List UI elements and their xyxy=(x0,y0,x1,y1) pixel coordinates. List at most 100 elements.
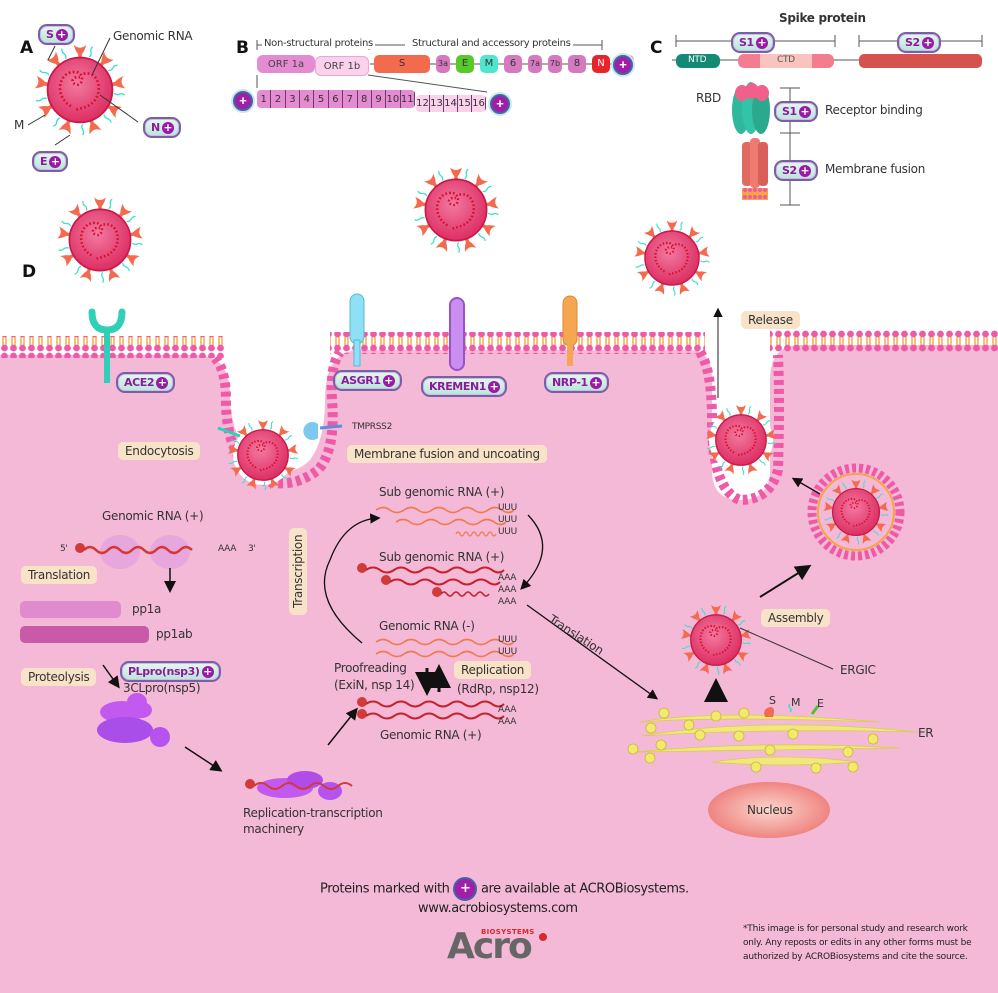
genomic-rna-plus-label-2: Genomic RNA (+) xyxy=(380,728,482,742)
membrane-left xyxy=(0,336,225,358)
replication-tag: Replication xyxy=(454,661,532,679)
three-prime-label: 3' xyxy=(248,544,256,554)
plpro-badge[interactable]: PLpro(nsp3)+ xyxy=(120,661,221,682)
plus-icon: + xyxy=(488,379,501,393)
aaa-label: AAA xyxy=(498,573,517,583)
badge-label: S1 xyxy=(739,36,754,49)
plus-icon: + xyxy=(921,35,934,49)
genomic-rna-minus-label: Genomic RNA (-) xyxy=(379,619,475,633)
plus-icon: + xyxy=(453,877,478,901)
virus-released xyxy=(634,221,710,296)
proteolysis-tag: Proteolysis xyxy=(21,668,97,686)
s1-badge[interactable]: S1+ xyxy=(731,32,775,53)
plus-icon: + xyxy=(201,664,214,678)
footer-text-before: Proteins marked with xyxy=(320,881,450,897)
panel-label-d: D xyxy=(22,262,37,282)
e-protein-badge[interactable]: E+ xyxy=(32,151,69,172)
asgr1-badge[interactable]: ASGR1+ xyxy=(333,370,402,391)
ace2-badge[interactable]: ACE2+ xyxy=(116,372,176,393)
plus-icon: + xyxy=(589,375,602,389)
nrp1-receptor-icon xyxy=(562,295,578,366)
nsp-segment: 5 xyxy=(314,90,329,108)
structural-gene-row: S3aEM67a7b8N10 xyxy=(374,55,634,73)
n-protein-badge[interactable]: N+ xyxy=(143,117,181,138)
s2-badge[interactable]: S2+ xyxy=(897,32,941,53)
aaa-label: AAA xyxy=(498,717,517,727)
aaa-label: AAA xyxy=(498,597,517,607)
gene-7a: 7a xyxy=(528,55,542,73)
plus-icon: + xyxy=(49,154,62,168)
sub-genomic-rna-label-2: Sub genomic RNA (+) xyxy=(379,550,505,564)
gene-s: S xyxy=(374,55,430,73)
nsp-segment: 4 xyxy=(300,90,315,108)
nsp-segment: 8 xyxy=(358,90,372,108)
ctd-label: CTD xyxy=(777,55,795,65)
badge-label: S1 xyxy=(782,105,797,118)
acro-logo: Acro xyxy=(447,926,533,967)
plus-icon: + xyxy=(382,373,395,387)
plus-icon: + xyxy=(798,163,811,177)
er-label: ER xyxy=(918,726,934,740)
nsp-segment: 1 xyxy=(257,90,272,108)
uuu-label: UUU xyxy=(498,647,517,657)
gene-n: N xyxy=(592,55,610,73)
plus-icon: + xyxy=(55,27,68,41)
pp1ab-bar xyxy=(20,626,149,643)
badge-label: PLpro(nsp3) xyxy=(128,665,200,678)
rtc-label-line1: Replication-transcription xyxy=(243,806,383,820)
virus-approaching xyxy=(57,198,143,283)
plus-icon: + xyxy=(233,91,253,111)
s1-domain-badge[interactable]: S1+ xyxy=(774,101,818,122)
m-protein-label: M xyxy=(14,118,25,132)
assembly-tag: Assembly xyxy=(761,609,831,627)
tmprss2-label: TMPRSS2 xyxy=(352,422,392,432)
membrane-fusion-tag: Membrane fusion and uncoating xyxy=(347,445,547,463)
receptor-binding-label: Receptor binding xyxy=(825,103,923,117)
gene-7b: 7b xyxy=(548,55,562,73)
gene-6: 6 xyxy=(504,55,522,73)
plus-icon: + xyxy=(798,104,811,118)
nrp1-badge[interactable]: NRP-1+ xyxy=(544,372,609,393)
er-e-label: E xyxy=(817,697,824,710)
badge-label: KREMEN1 xyxy=(429,380,487,393)
nsp-segment: 9 xyxy=(372,90,387,108)
kremen1-badge[interactable]: KREMEN1+ xyxy=(421,376,508,397)
footer-url[interactable]: www.acrobiosystems.com xyxy=(418,901,578,916)
ace2-receptor-icon xyxy=(88,308,126,383)
plus-icon: + xyxy=(613,55,633,75)
disclaimer-text: *This image is for personal study and re… xyxy=(743,924,972,962)
nsp-segment: 10 xyxy=(386,90,401,108)
membrane-fusion-label: Membrane fusion xyxy=(825,162,925,176)
logo-biosystems: BIOSYSTEMS xyxy=(481,928,535,936)
five-prime-label: 5' xyxy=(60,544,68,554)
nsp-segment: 13 xyxy=(430,95,444,112)
gene-e: E xyxy=(456,55,474,73)
nsp-segment: 11 xyxy=(401,90,415,108)
uuu-label: UUU xyxy=(498,527,517,537)
structural-label: Structural and accessory proteins xyxy=(410,38,573,49)
s2-domain-badge[interactable]: S2+ xyxy=(774,160,818,181)
plus-icon: + xyxy=(755,35,768,49)
tmprss2-icon xyxy=(303,422,343,440)
pp1a-bar xyxy=(20,601,121,618)
badge-label: S xyxy=(46,28,54,41)
s-protein-badge[interactable]: S+ xyxy=(38,24,75,45)
footer-proteins-text: Proteins marked with + are available at … xyxy=(320,877,689,901)
membrane-middle xyxy=(330,332,705,354)
proofreading-label: Proofreading xyxy=(334,661,407,675)
panel-label-c: C xyxy=(650,38,663,58)
badge-label: ACE2 xyxy=(124,376,155,389)
aaa-label: AAA xyxy=(498,585,517,595)
panel-label-a: A xyxy=(20,38,34,58)
nsp-segment: 12 xyxy=(416,95,430,112)
badge-label: S2 xyxy=(905,36,920,49)
gene-m: M xyxy=(480,55,498,73)
aaa-label: AAA xyxy=(498,705,517,715)
nsp-segment: 7 xyxy=(343,90,358,108)
spike-protein-title: Spike protein xyxy=(779,11,866,25)
gene-8: 8 xyxy=(568,55,586,73)
translation-tag: Translation xyxy=(21,566,98,584)
plus-icon: + xyxy=(156,375,169,389)
